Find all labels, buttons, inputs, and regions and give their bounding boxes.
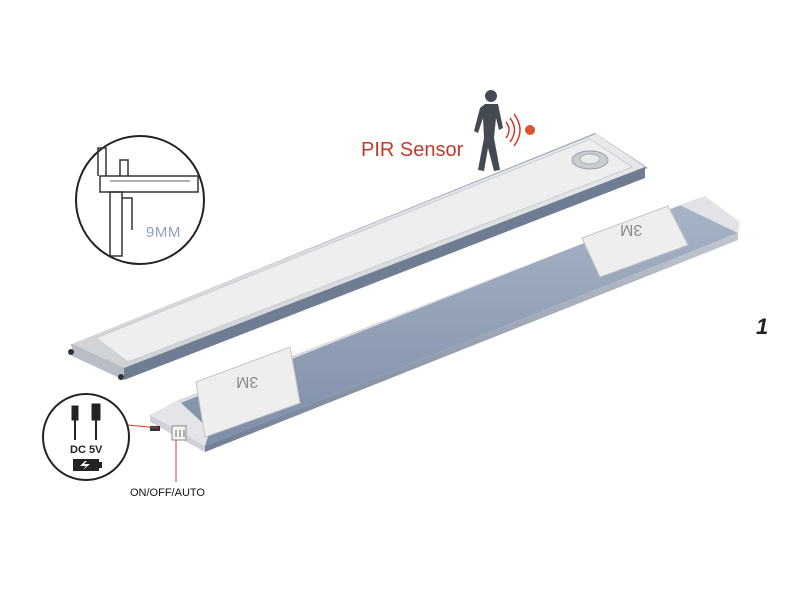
page-number: 1 — [756, 314, 769, 339]
person-walking-icon — [474, 90, 503, 171]
battery-charging-icon — [73, 459, 102, 471]
caliper-icon — [97, 147, 199, 257]
charging-detail-circle — [42, 393, 130, 481]
usb-port — [150, 426, 160, 431]
pir-sensor-lens — [571, 150, 609, 170]
pir-sensor-label: PIR Sensor — [361, 139, 464, 161]
switch-mode-label: ON/OFF/AUTO — [130, 487, 205, 499]
adhesive-tape-right — [581, 205, 689, 278]
callout-lines — [127, 424, 177, 482]
thickness-label: 9MM — [146, 224, 181, 241]
adhesive-tape-left — [195, 346, 301, 438]
power-label: DC 5V — [70, 444, 103, 456]
usb-cable-icon — [71, 403, 101, 440]
lower-light-bar — [150, 196, 740, 452]
tape-brand-left: 3M — [236, 373, 259, 390]
motion-wave-icon — [505, 113, 521, 147]
switch-panel — [171, 425, 187, 441]
upper-light-bar — [68, 133, 648, 380]
sensor-dot — [525, 125, 535, 135]
caliper-detail-circle — [75, 135, 205, 265]
tape-brand-right: 3M — [620, 221, 643, 238]
